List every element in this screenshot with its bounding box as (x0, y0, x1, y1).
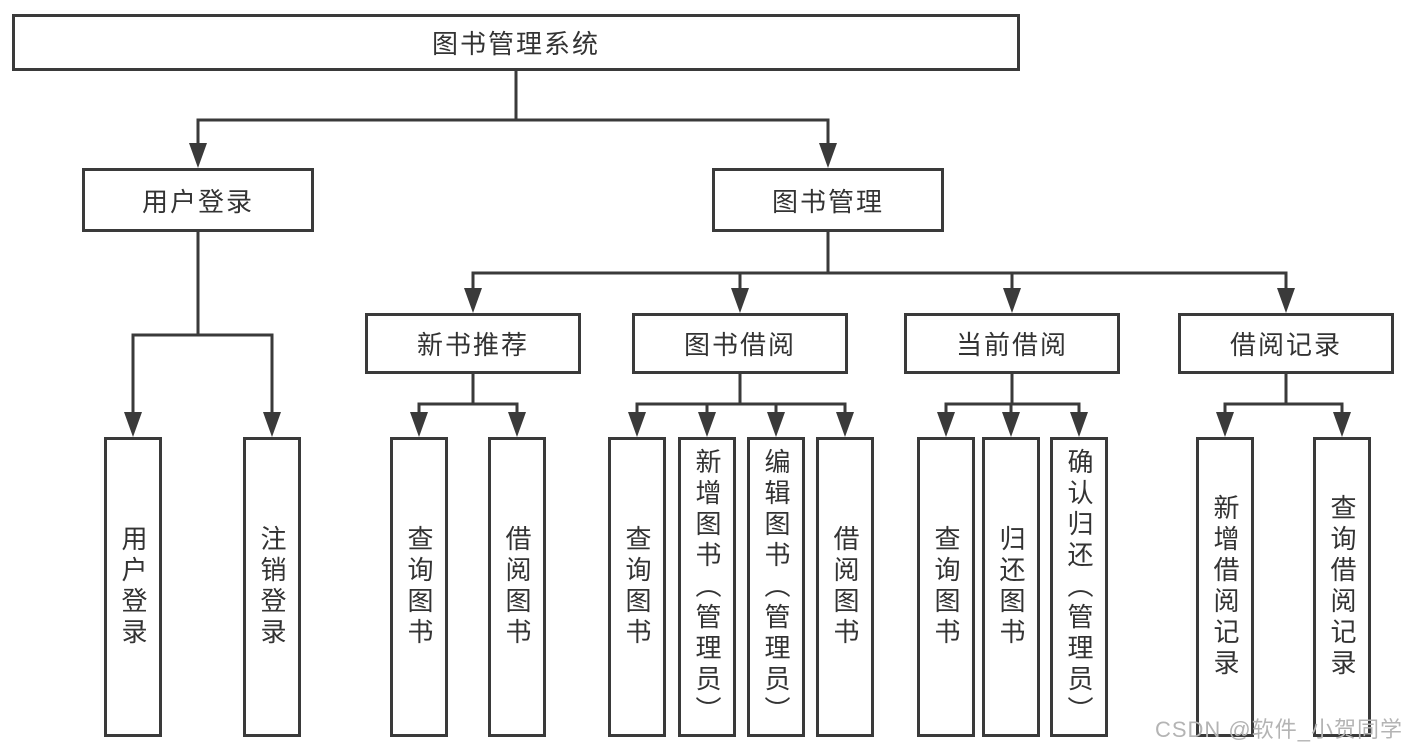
leaf-add-borrow-record: 新增借阅记录 (1196, 437, 1254, 737)
leaf-edit-book-admin: 编辑图书（管理员） (747, 437, 805, 737)
arrow-down-icon (189, 143, 207, 168)
leaf-label: 查询图书 (404, 525, 434, 649)
leaf-borrow-books: 借阅图书 (816, 437, 874, 737)
arrow-down-icon (1277, 288, 1295, 313)
arrow-down-icon (124, 412, 142, 437)
arrow-down-icon (819, 143, 837, 168)
arrow-down-icon (767, 412, 785, 437)
node-book-borrowing: 图书借阅 (632, 313, 848, 374)
leaf-user-login: 用户登录 (104, 437, 162, 737)
leaf-label: 查询图书 (931, 525, 961, 649)
leaf-label: 借阅图书 (502, 525, 532, 649)
leaf-borrow-query-books: 查询图书 (608, 437, 666, 737)
arrow-down-icon (836, 412, 854, 437)
node-new-book-recommend: 新书推荐 (365, 313, 581, 374)
node-current-borrowing: 当前借阅 (904, 313, 1120, 374)
leaf-label: 借阅图书 (830, 525, 860, 649)
arrow-down-icon (1003, 288, 1021, 313)
arrow-down-icon (1216, 412, 1234, 437)
node-book-management: 图书管理 (712, 168, 944, 232)
csdn-watermark: CSDN @软件_小贺同学 (1154, 717, 1403, 742)
arrow-down-icon (464, 288, 482, 313)
leaf-label: 确认归还（管理员） (1064, 447, 1094, 727)
node-user-login: 用户登录 (82, 168, 314, 232)
leaf-label: 查询借阅记录 (1327, 494, 1357, 680)
arrow-down-icon (937, 412, 955, 437)
leaf-query-borrow-record: 查询借阅记录 (1313, 437, 1371, 737)
leaf-confirm-return-admin: 确认归还（管理员） (1050, 437, 1108, 737)
arrow-down-icon (731, 288, 749, 313)
leaf-return-books: 归还图书 (982, 437, 1040, 737)
leaf-label: 归还图书 (996, 525, 1026, 649)
leaf-label: 编辑图书（管理员） (761, 447, 791, 727)
leaf-recommend-query-books: 查询图书 (390, 437, 448, 737)
leaf-add-book-admin: 新增图书（管理员） (678, 437, 736, 737)
arrow-down-icon (508, 412, 526, 437)
leaf-label: 查询图书 (622, 525, 652, 649)
arrow-down-icon (698, 412, 716, 437)
leaf-label: 新增图书（管理员） (692, 447, 722, 727)
leaf-label: 新增借阅记录 (1210, 494, 1240, 680)
arrow-down-icon (628, 412, 646, 437)
arrow-down-icon (410, 412, 428, 437)
node-library-management-system: 图书管理系统 (12, 14, 1020, 71)
arrow-down-icon (263, 412, 281, 437)
arrow-down-icon (1333, 412, 1351, 437)
leaf-label: 注销登录 (257, 525, 287, 649)
arrow-down-icon (1002, 412, 1020, 437)
leaf-logout: 注销登录 (243, 437, 301, 737)
node-borrowing-records: 借阅记录 (1178, 313, 1394, 374)
leaf-label: 用户登录 (118, 525, 148, 649)
leaf-current-query-books: 查询图书 (917, 437, 975, 737)
leaf-recommend-borrow-books: 借阅图书 (488, 437, 546, 737)
arrow-down-icon (1070, 412, 1088, 437)
